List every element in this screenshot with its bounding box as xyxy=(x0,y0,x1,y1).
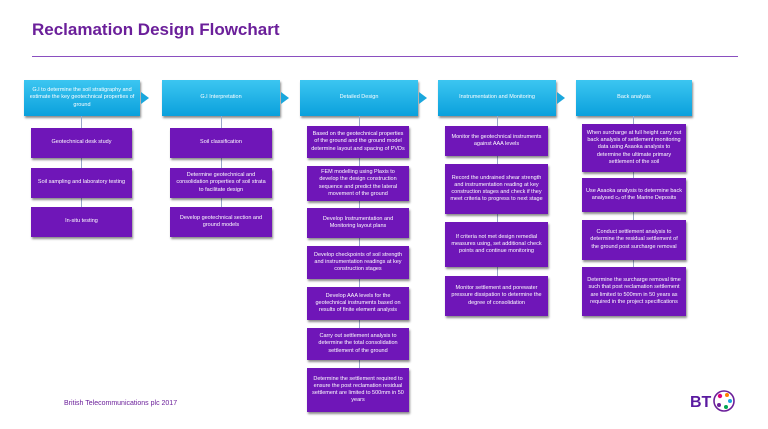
flow-arrow xyxy=(281,92,289,104)
header-back-analysis: Back analysis xyxy=(576,80,692,116)
header-detailed-design: Detailed Design xyxy=(300,80,418,116)
flow-arrow xyxy=(557,92,565,104)
step-checkpoints: Develop checkpoints of soil strength and… xyxy=(307,246,409,279)
title-divider xyxy=(32,56,738,57)
bt-logo: BT xyxy=(690,388,738,414)
footer-copyright: British Telecommunications plc 2017 xyxy=(64,400,178,407)
flow-arrow xyxy=(419,92,427,104)
step-surcharge-removal: Determine the surcharge removal time suc… xyxy=(582,267,686,316)
svg-text:BT: BT xyxy=(690,394,712,411)
header-gi: G.I to determine the soil stratigraphy a… xyxy=(24,80,140,116)
page-title: Reclamation Design Flowchart xyxy=(32,20,280,39)
step-asaoka-cv: Use Asaoka analysis to determine back an… xyxy=(582,178,686,212)
step-monitor-instruments: Monitor the geotechnical instruments aga… xyxy=(445,126,548,156)
step-insitu-testing: In-situ testing xyxy=(31,207,132,237)
step-desk-study: Geotechnical desk study xyxy=(31,128,132,158)
flow-arrow xyxy=(141,92,149,104)
step-ground-models: Develop geotechnical section and ground … xyxy=(170,207,272,237)
step-aaa-levels: Develop AAA levels for the geotechnical … xyxy=(307,287,409,320)
step-consolidation-properties: Determine geotechnical and consolidation… xyxy=(170,168,272,198)
step-monitor-settlement: Monitor settlement and porewater pressur… xyxy=(445,276,548,316)
step-pvd-layout: Based on the geotechnical properties of … xyxy=(307,126,409,158)
step-remedial-measures: If criteria not met design remedial meas… xyxy=(445,222,548,267)
header-instrumentation: Instrumentation and Monitoring xyxy=(438,80,556,116)
step-asaoka-ultimate: When surcharge at full height carry out … xyxy=(582,124,686,172)
step-required-settlement: Determine the settlement required to ens… xyxy=(307,368,409,412)
step-record-strength: Record the undrained shear strength and … xyxy=(445,164,548,214)
header-gi-interpretation: G.I Interpretation xyxy=(162,80,280,116)
step-sampling-testing: Soil sampling and laboratory testing xyxy=(31,168,132,198)
step-fem-modelling: FEM modelling using Plaxis to develop th… xyxy=(307,166,409,201)
step-instrumentation-plans: Develop Instrumentation and Monitoring l… xyxy=(307,208,409,238)
step-soil-classification: Soil classification xyxy=(170,128,272,158)
step-settlement-analysis: Carry out settlement analysis to determi… xyxy=(307,328,409,360)
step-residual-settlement: Conduct settlement analysis to determine… xyxy=(582,220,686,260)
